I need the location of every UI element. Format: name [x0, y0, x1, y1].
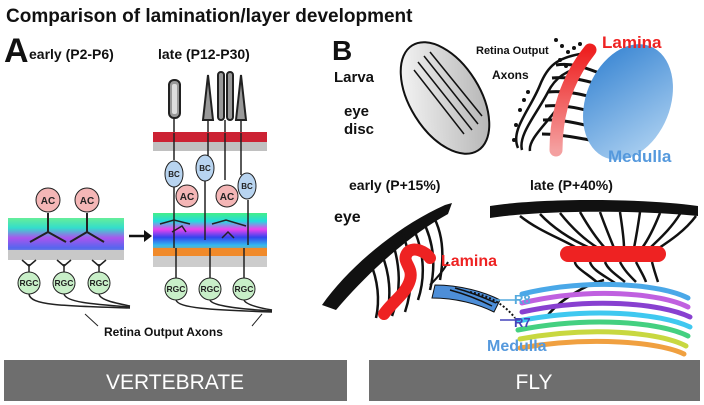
axon-pointer-right	[251, 313, 263, 327]
retina-output-label-2: Axons	[492, 68, 529, 82]
late-axons	[175, 299, 273, 313]
panel-b: B Larva eye disc Retina Output Axons	[322, 33, 700, 401]
photoreceptors	[168, 71, 248, 133]
retina-output-axons-label: Retina Output Axons	[104, 325, 223, 339]
early-axons	[28, 293, 131, 309]
r8-label: R8	[514, 292, 531, 307]
lamina-label-larva: Lamina	[602, 33, 662, 52]
late-medulla-layers	[515, 281, 693, 357]
late-label-b: late (P+40%)	[530, 177, 613, 193]
bc-label: BC	[241, 182, 253, 191]
larva-lamina	[549, 43, 597, 157]
panel-b-letter: B	[332, 35, 352, 66]
ac-cell-early-1: AC	[29, 187, 67, 243]
fly-footer	[369, 360, 700, 401]
fly-footer-label: FLY	[516, 371, 553, 394]
early-layer-gray	[8, 250, 124, 260]
figure-title: Comparison of lamination/layer developme…	[6, 6, 413, 27]
vertebrate-footer-label: VERTEBRATE	[106, 371, 244, 394]
early-medulla	[429, 261, 501, 313]
eye-disc-label-2: disc	[344, 121, 374, 138]
eye-label: eye	[334, 209, 361, 226]
rgc-cells-early: RGC RGC RGC	[17, 259, 111, 295]
r7-label: R7	[514, 315, 531, 330]
bc-label: BC	[168, 170, 180, 179]
eye-disc-label-1: eye	[344, 103, 369, 120]
rgc-label: RGC	[235, 284, 254, 294]
ac-label: AC	[80, 196, 94, 207]
rgc-label: RGC	[20, 278, 39, 288]
panel-a: A early (P2-P6) late (P12-P30) AC AC	[4, 32, 347, 401]
outer-plexiform-layer	[153, 132, 267, 142]
r8-r7-axon	[469, 291, 516, 319]
vertebrate-footer	[4, 360, 347, 401]
retina-output-label-1: Retina Output	[476, 45, 549, 57]
late-fly-retina	[490, 200, 698, 252]
rgc-label: RGC	[201, 284, 220, 294]
ac-label: AC	[180, 192, 194, 203]
larva-label: Larva	[334, 69, 375, 86]
larva-medulla	[583, 44, 673, 160]
ac-cell-early-2: AC	[69, 187, 105, 243]
development-arrow	[129, 230, 152, 242]
late-label-a: late (P12-P30)	[158, 46, 250, 62]
rgc-label: RGC	[167, 284, 186, 294]
early-label-a: early (P2-P6)	[29, 46, 114, 62]
medulla-label-larva: Medulla	[608, 147, 672, 166]
bc-label: BC	[199, 164, 211, 173]
rgc-label: RGC	[55, 278, 74, 288]
ac-cells-late: AC AC	[175, 184, 239, 208]
early-lamina	[378, 243, 436, 320]
medulla-label-early: Medulla	[487, 338, 547, 355]
rgc-label: RGC	[90, 278, 109, 288]
rgc-cells-late: RGC RGC RGC	[164, 277, 256, 301]
larva-axon-dots	[512, 38, 582, 142]
axon-pointer-left	[84, 313, 99, 327]
early-label-b: early (P+15%)	[349, 177, 440, 193]
eye-disc	[399, 41, 491, 155]
ac-label: AC	[220, 192, 234, 203]
ac-label: AC	[41, 196, 55, 207]
late-processes	[159, 133, 249, 278]
late-lamina	[560, 246, 666, 262]
bc-cells: BC BC BC	[164, 154, 257, 200]
panel-a-letter: A	[4, 32, 29, 70]
outer-plexiform-gray	[153, 142, 267, 151]
lamina-label-early: Lamina	[441, 253, 497, 270]
